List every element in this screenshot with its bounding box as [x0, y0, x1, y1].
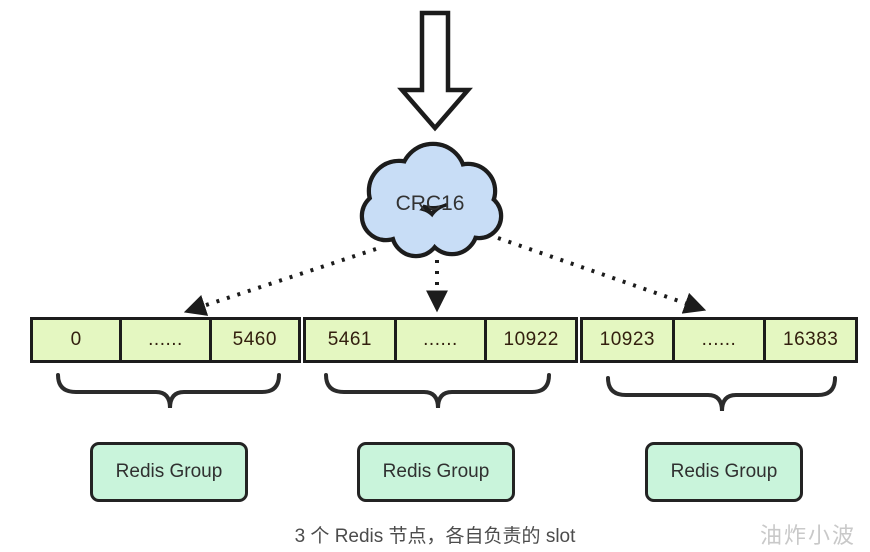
slot-cell: 10923 [599, 329, 655, 350]
redis-group-box-1: Redis Group [90, 442, 248, 502]
slot-cell: ...... [393, 320, 485, 360]
slot-group-1: 0 ...... 5460 [30, 317, 301, 363]
watermark: 油炸小波 [759, 523, 856, 548]
redis-group-box-2: Redis Group [357, 442, 515, 502]
dotted-arrow-right [497, 236, 707, 314]
slot-cell: 0 [70, 329, 82, 350]
slot-cell: ...... [119, 320, 208, 360]
slot-cell: 5460 [208, 320, 298, 360]
brace-group-1 [56, 373, 281, 409]
slot-cell: 10922 [484, 320, 575, 360]
brace-group-2 [324, 373, 551, 409]
crc16-cloud-icon [359, 141, 504, 259]
slot-cell: ...... [671, 320, 764, 360]
crc16-cloud-label: CRC16 [395, 192, 465, 215]
slot-group-3: 10923 ...... 16383 [580, 317, 858, 363]
dotted-arrow-left [183, 247, 377, 316]
redis-group-box-3: Redis Group [645, 442, 803, 502]
brace-group-3 [606, 376, 837, 412]
slot-group-2: 5461 ...... 10922 [303, 317, 578, 363]
slot-cell: 5461 [327, 329, 372, 350]
diagram-caption: 3 个 Redis 节点，各自负责的 slot [294, 526, 576, 547]
slot-cell: 16383 [763, 320, 855, 360]
down-arrow-icon [397, 10, 473, 132]
